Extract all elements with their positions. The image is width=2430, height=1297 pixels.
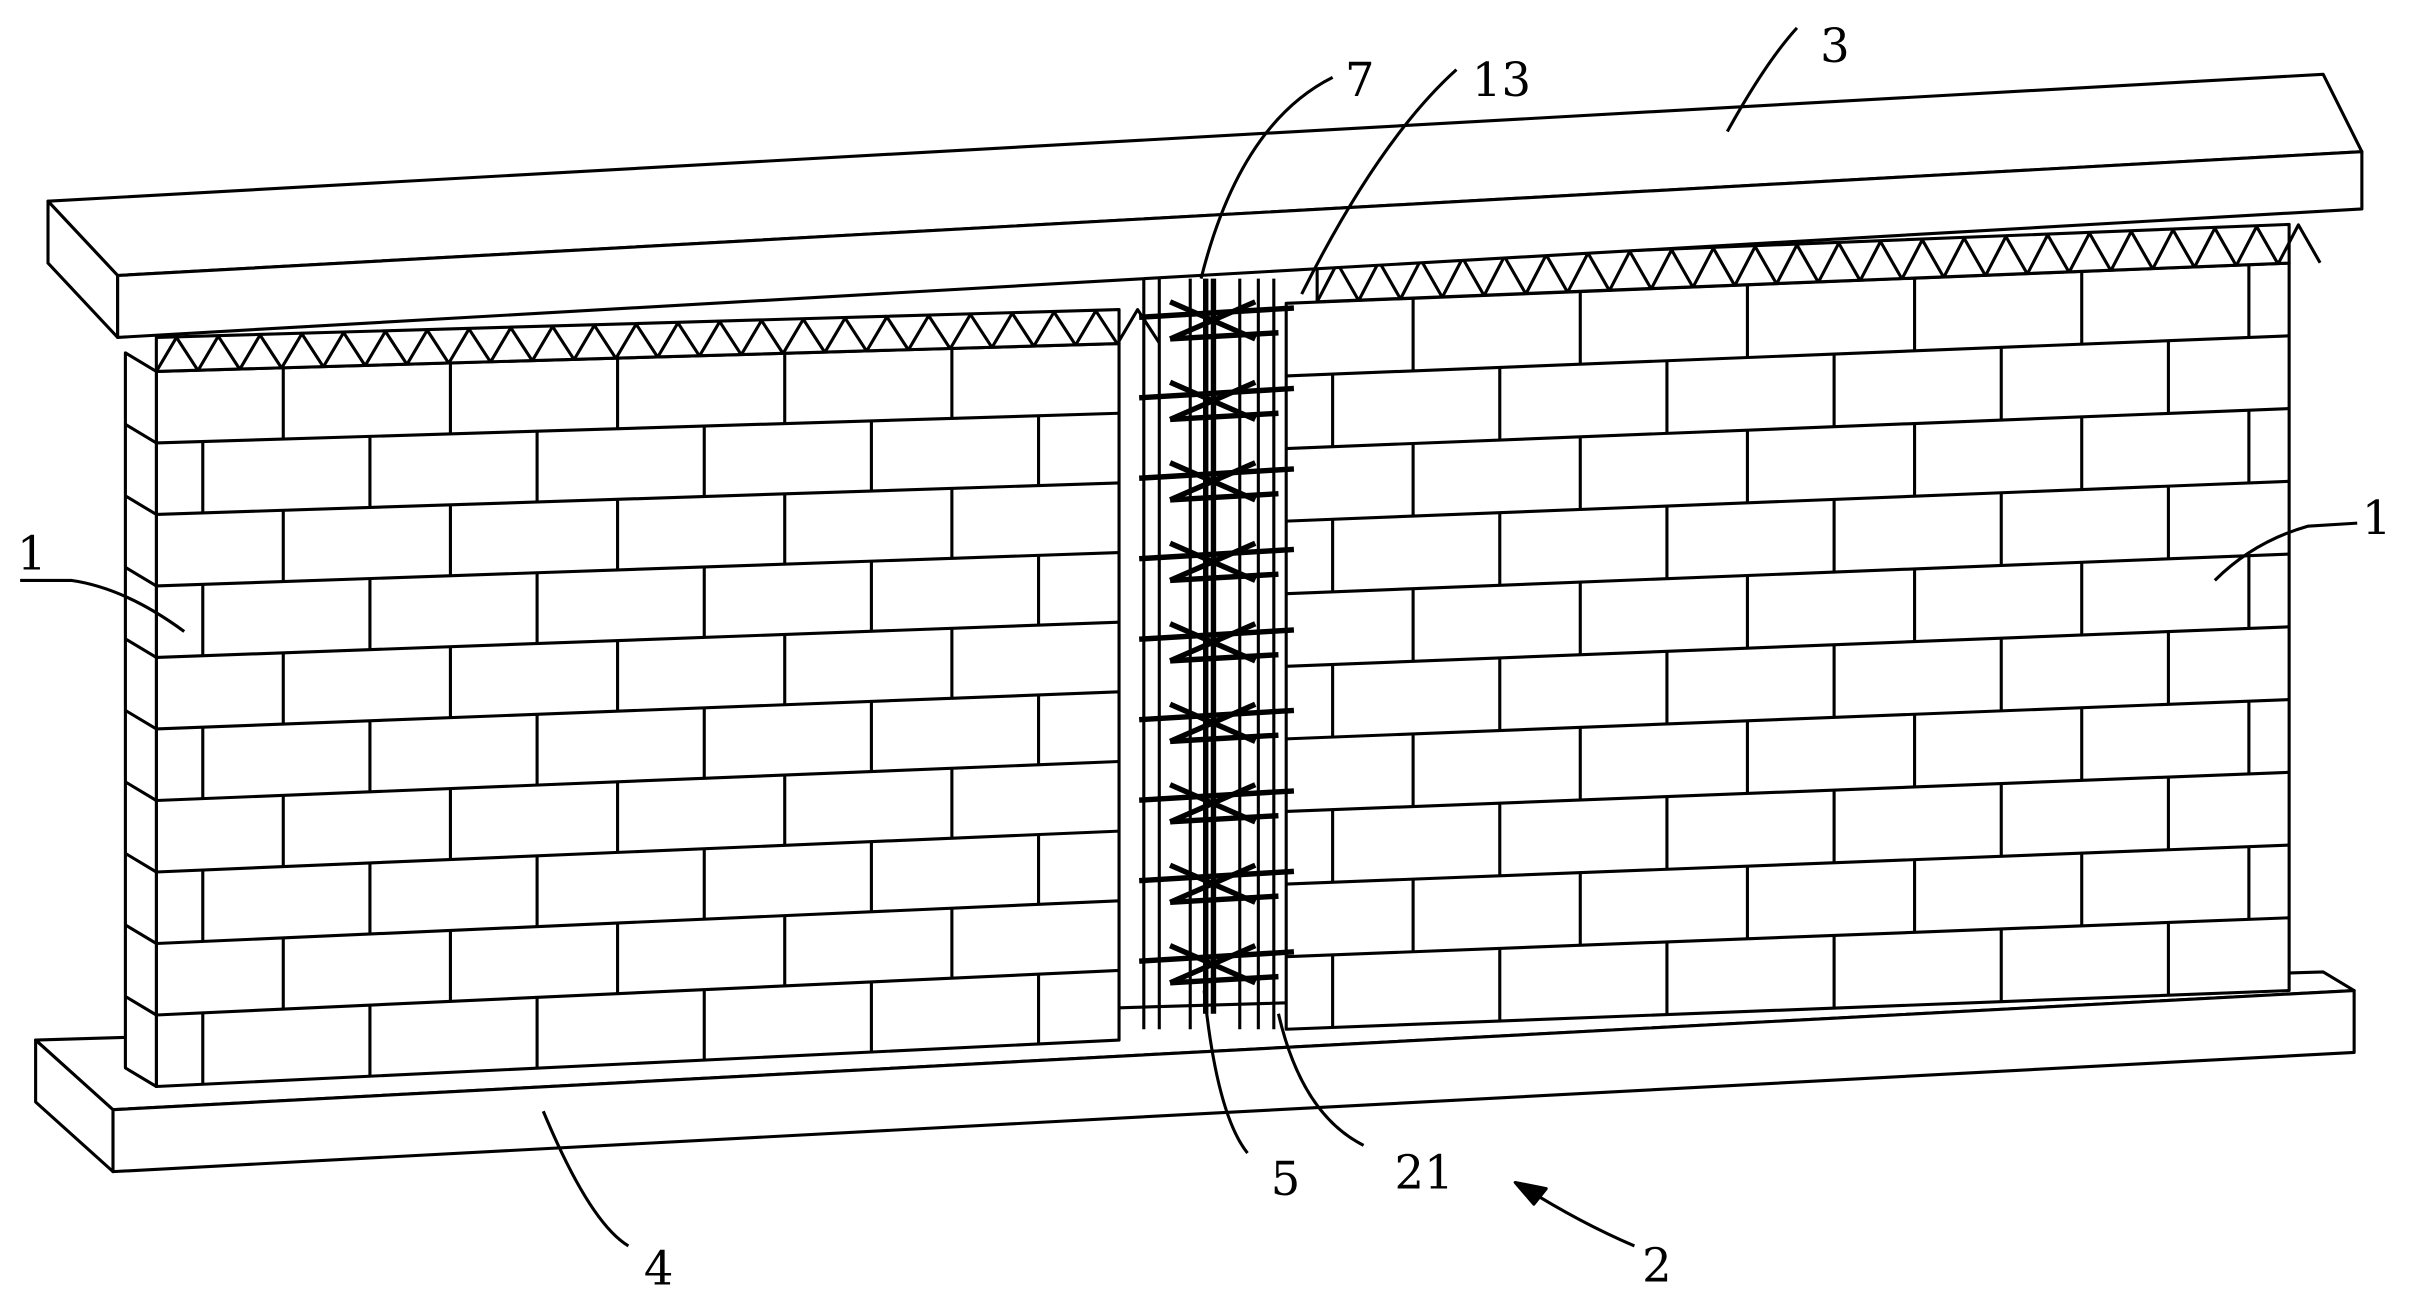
label-top-beam: 3 bbox=[1820, 19, 1850, 73]
stirrup bbox=[1169, 812, 1279, 825]
brick-course-joint bbox=[1286, 552, 2290, 596]
label-wall-right: 1 bbox=[2362, 491, 2392, 545]
brick-course-joint bbox=[1286, 843, 2290, 886]
top-beam bbox=[46, 72, 2364, 339]
brick-course-joint bbox=[156, 759, 1120, 803]
brick-course-joint bbox=[156, 550, 1120, 588]
stirrup bbox=[1169, 893, 1279, 906]
brick-course-joint bbox=[1286, 698, 2290, 741]
label-wall-left: 1 bbox=[17, 527, 47, 581]
masonry-walls bbox=[123, 261, 2291, 1089]
label-bottom-beam: 4 bbox=[644, 1242, 674, 1296]
stirrup bbox=[1169, 732, 1279, 745]
stirrup bbox=[1169, 571, 1279, 584]
tie-bar bbox=[1138, 707, 1295, 723]
wall-face bbox=[154, 342, 1121, 1089]
brick-course-joint bbox=[156, 829, 1120, 874]
tie-bar bbox=[1138, 868, 1295, 884]
stirrup bbox=[1169, 410, 1279, 423]
hatch-zigzag bbox=[155, 308, 1161, 373]
brick-course-joint bbox=[124, 852, 158, 874]
label-rebar: 5 bbox=[1271, 1152, 1301, 1206]
label-tie-bar: 13 bbox=[1472, 53, 1531, 107]
label-stirrup: 7 bbox=[1345, 53, 1375, 107]
hatch-outline bbox=[154, 307, 1121, 374]
label-assembly: 2 bbox=[1642, 1239, 1672, 1293]
tie-bar bbox=[1138, 949, 1295, 964]
brick-course-joint bbox=[1286, 625, 2290, 668]
stirrup bbox=[1169, 651, 1279, 664]
brick-course-joint bbox=[124, 709, 158, 731]
brick-course-joint bbox=[124, 566, 158, 588]
brick-course-joint bbox=[156, 411, 1120, 445]
tie-bar bbox=[1138, 385, 1295, 401]
brick-course-joint bbox=[124, 923, 158, 945]
tie-bar bbox=[1138, 788, 1295, 803]
brick-course-joint bbox=[124, 995, 158, 1017]
tie-bar bbox=[1138, 546, 1295, 562]
brick-course-joint bbox=[1286, 407, 2290, 451]
stirrup bbox=[1169, 973, 1279, 986]
hatch-band bbox=[154, 307, 1161, 374]
tie-bar bbox=[1138, 627, 1295, 642]
brick-course-joint bbox=[124, 423, 158, 445]
brick-course-joint bbox=[124, 780, 158, 802]
brick-course-joint bbox=[156, 899, 1120, 946]
masonry-wall-right bbox=[1284, 261, 2291, 1031]
stirrup bbox=[1169, 330, 1279, 342]
stirrup bbox=[1169, 491, 1279, 503]
leader-lines bbox=[20, 26, 2358, 1248]
brick-course-joint bbox=[156, 620, 1120, 660]
masonry-wall-left bbox=[123, 342, 1121, 1089]
tie-bar bbox=[1138, 466, 1295, 481]
brick-course-joint bbox=[156, 690, 1120, 731]
hatch-outline bbox=[1315, 222, 2291, 304]
brick-course-joint bbox=[1286, 479, 2290, 523]
brick-course-joint bbox=[1286, 916, 2290, 959]
constructional-column-rebar-cage bbox=[1138, 278, 1295, 1030]
brick-course-joint bbox=[124, 637, 158, 659]
tie-bar bbox=[1138, 305, 1295, 320]
label-formwork: 21 bbox=[1395, 1146, 1454, 1200]
brick-course-joint bbox=[156, 968, 1120, 1017]
brick-course-joint bbox=[1286, 334, 2290, 378]
brick-course-joint bbox=[1286, 770, 2290, 814]
brick-course-joint bbox=[156, 481, 1120, 517]
brick-course-joint bbox=[124, 494, 158, 516]
